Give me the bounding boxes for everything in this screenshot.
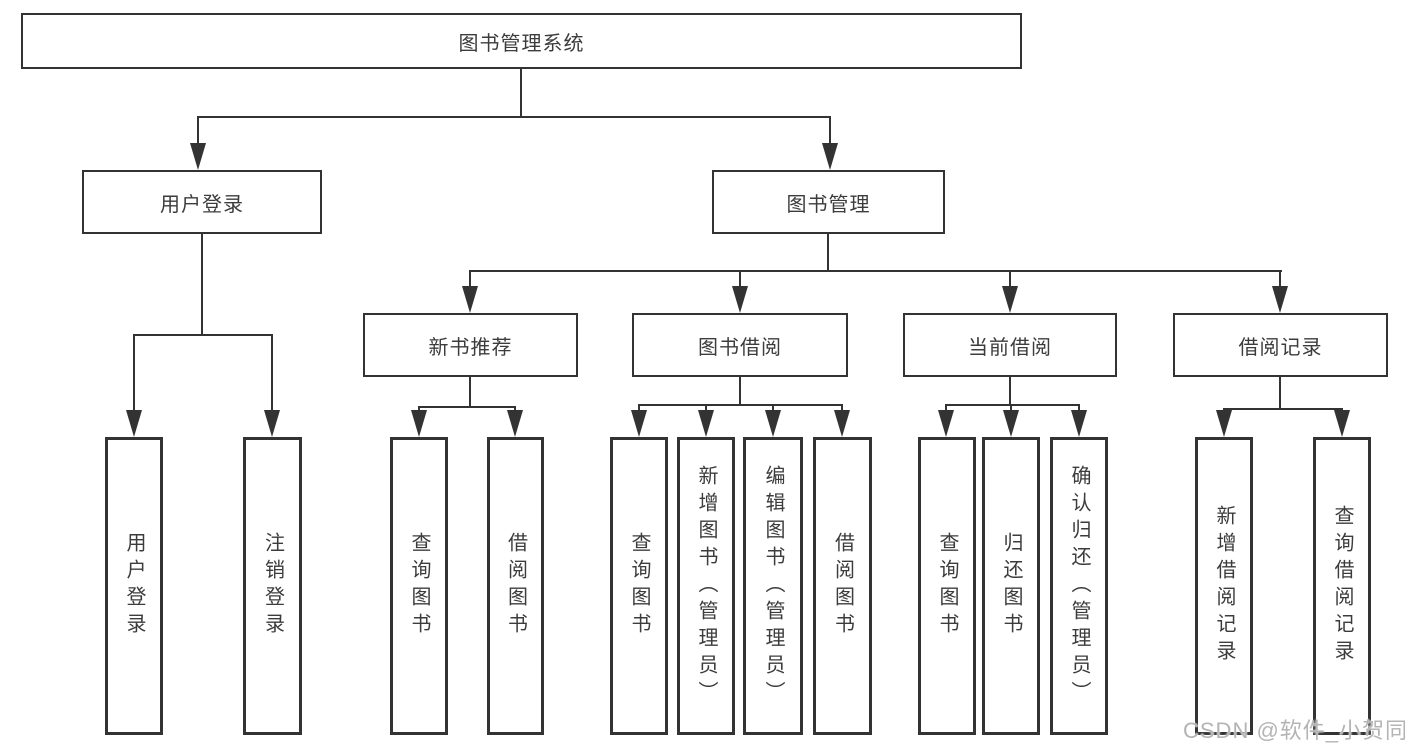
arrow-down-icon xyxy=(190,143,206,170)
connector-drop-leaf xyxy=(133,334,135,414)
arrow-down-icon xyxy=(507,410,523,437)
connector-borrow-records-stem xyxy=(1279,377,1281,410)
arrow-down-icon xyxy=(822,143,838,170)
node-book-management: 图书管理 xyxy=(712,170,945,234)
connector-user-login-stem xyxy=(201,234,203,336)
connector-drop-new-books xyxy=(469,270,471,290)
connector-drop-user-login xyxy=(197,116,199,148)
connector-user-login-branch xyxy=(133,334,273,336)
leaf-query-books-current: 查询图书 xyxy=(918,437,976,735)
connector-drop-book-borrow xyxy=(739,270,741,290)
connector-book-management-stem xyxy=(827,234,829,272)
node-borrowing-records: 借阅记录 xyxy=(1173,313,1388,377)
connector-new-books-branch xyxy=(418,406,516,408)
arrow-down-icon xyxy=(264,410,280,437)
connector-root-stem xyxy=(520,69,522,117)
leaf-add-borrow-record: 新增借阅记录 xyxy=(1195,437,1253,735)
connector-borrow-records-branch xyxy=(1223,408,1343,410)
leaf-query-books-borrow: 查询图书 xyxy=(610,437,668,735)
connector-book-borrow-branch xyxy=(638,404,843,406)
leaf-add-books-admin: 新增图书（管理员） xyxy=(677,437,735,735)
node-new-book-recommendation: 新书推荐 xyxy=(363,313,578,377)
arrow-down-icon xyxy=(411,410,427,437)
leaf-query-borrow-record: 查询借阅记录 xyxy=(1313,437,1371,735)
leaf-logout-login: 注销登录 xyxy=(243,437,302,735)
connector-drop-current-borrow xyxy=(1009,270,1011,290)
leaf-confirm-return-admin: 确认归还（管理员） xyxy=(1050,437,1108,735)
connector-drop-leaf xyxy=(271,334,273,414)
arrow-down-icon xyxy=(631,410,647,437)
leaf-borrow-books-borrow: 借阅图书 xyxy=(813,437,872,735)
node-user-login: 用户登录 xyxy=(82,170,322,234)
leaf-borrow-books-new: 借阅图书 xyxy=(487,437,544,735)
arrow-down-icon xyxy=(765,410,781,437)
arrow-down-icon xyxy=(1272,286,1288,313)
arrow-down-icon xyxy=(126,410,142,437)
watermark: CSDN @软件_小贺同学 xyxy=(1183,718,1405,743)
connector-drop-borrow-records xyxy=(1279,270,1281,290)
leaf-edit-books-admin: 编辑图书（管理员） xyxy=(743,437,803,735)
arrow-down-icon xyxy=(1216,410,1232,437)
leaf-query-books-new: 查询图书 xyxy=(390,437,448,735)
node-current-borrowing: 当前借阅 xyxy=(903,313,1117,377)
arrow-down-icon xyxy=(834,410,850,437)
connector-current-borrow-stem xyxy=(1009,377,1011,406)
connector-book-borrow-stem xyxy=(739,377,741,406)
leaf-return-books: 归还图书 xyxy=(982,437,1040,735)
arrow-down-icon xyxy=(1071,410,1087,437)
node-library-management-system: 图书管理系统 xyxy=(21,13,1022,69)
arrow-down-icon xyxy=(1002,286,1018,313)
arrow-down-icon xyxy=(1003,410,1019,437)
connector-new-books-stem xyxy=(469,377,471,408)
connector-level1-branch xyxy=(197,116,831,118)
arrow-down-icon xyxy=(462,286,478,313)
connector-drop-book-management xyxy=(829,116,831,148)
node-book-borrowing: 图书借阅 xyxy=(632,313,848,377)
leaf-user-login: 用户登录 xyxy=(105,437,163,735)
arrow-down-icon xyxy=(1334,410,1350,437)
connector-level3-branch xyxy=(469,270,1282,272)
arrow-down-icon xyxy=(938,410,954,437)
arrow-down-icon xyxy=(698,410,714,437)
connector-current-borrow-branch xyxy=(945,404,1080,406)
arrow-down-icon xyxy=(732,286,748,313)
